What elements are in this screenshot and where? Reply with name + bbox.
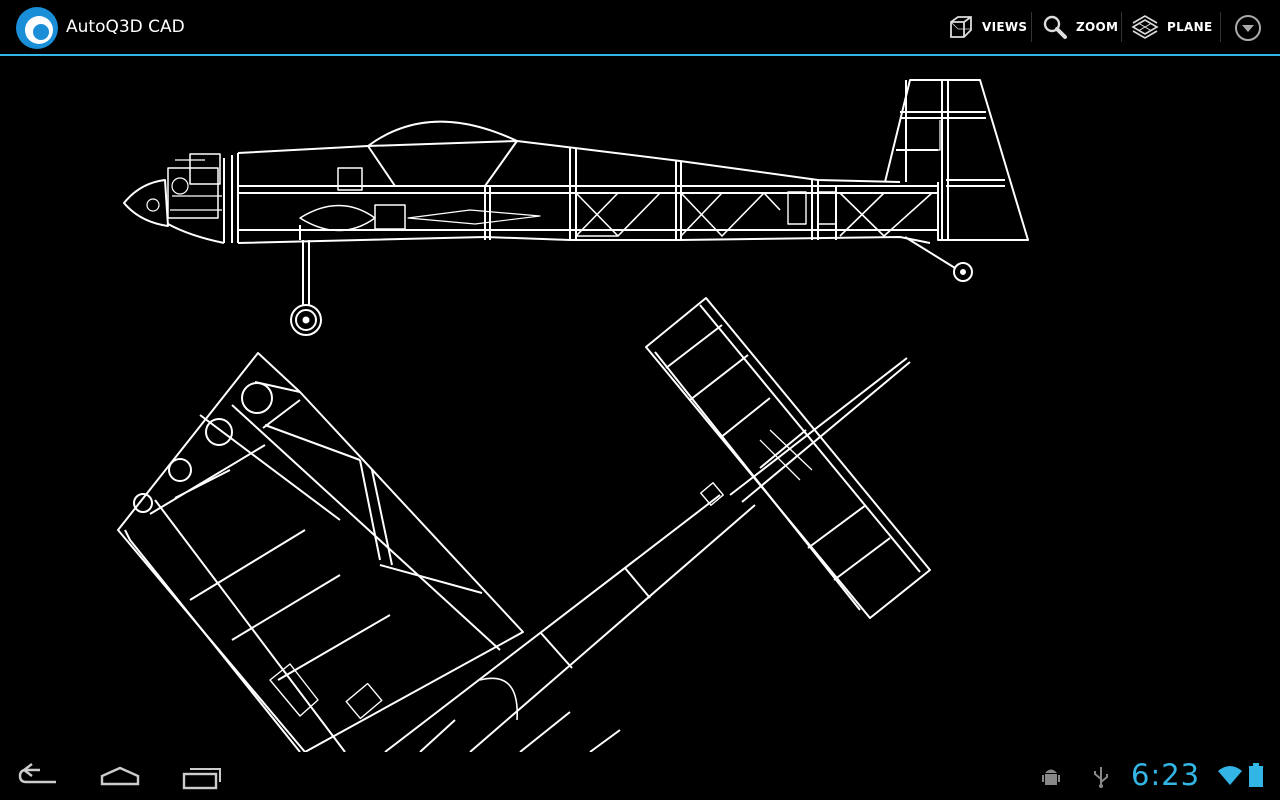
- side-view: [123, 79, 1029, 336]
- android-debug-icon: [1042, 769, 1060, 785]
- wifi-icon: [1218, 766, 1242, 785]
- plane-layers-icon: [1131, 15, 1159, 39]
- views-label: VIEWS: [982, 20, 1028, 34]
- views-button[interactable]: VIEWS: [948, 0, 1027, 54]
- usb-icon: [1094, 767, 1108, 788]
- zoom-label: ZOOM: [1076, 20, 1119, 34]
- zoom-button[interactable]: ZOOM: [1042, 0, 1118, 54]
- plane-label: PLANE: [1167, 20, 1213, 34]
- cad-viewport[interactable]: [0, 56, 1280, 752]
- separator: [1031, 12, 1032, 42]
- top-view: [117, 297, 931, 752]
- cube-icon: [950, 16, 972, 38]
- recent-apps-icon[interactable]: [170, 760, 230, 794]
- status-clock: 6:23: [1131, 758, 1201, 792]
- app-title: AutoQ3D CAD: [66, 17, 185, 37]
- separator: [1121, 12, 1122, 42]
- battery-icon: [1249, 763, 1263, 787]
- home-icon[interactable]: [90, 760, 150, 794]
- airplane-drawing: [117, 79, 1029, 752]
- back-icon[interactable]: [10, 760, 70, 794]
- system-navigation-bar: [0, 752, 1280, 800]
- magnifier-icon: [1043, 15, 1067, 39]
- app-logo-icon[interactable]: [15, 6, 59, 50]
- overflow-menu-icon[interactable]: [1234, 14, 1262, 42]
- plane-button[interactable]: PLANE: [1131, 0, 1212, 54]
- separator: [1220, 12, 1221, 42]
- action-bar: AutoQ3D CAD VIEWS ZOOM PLANE: [0, 0, 1280, 56]
